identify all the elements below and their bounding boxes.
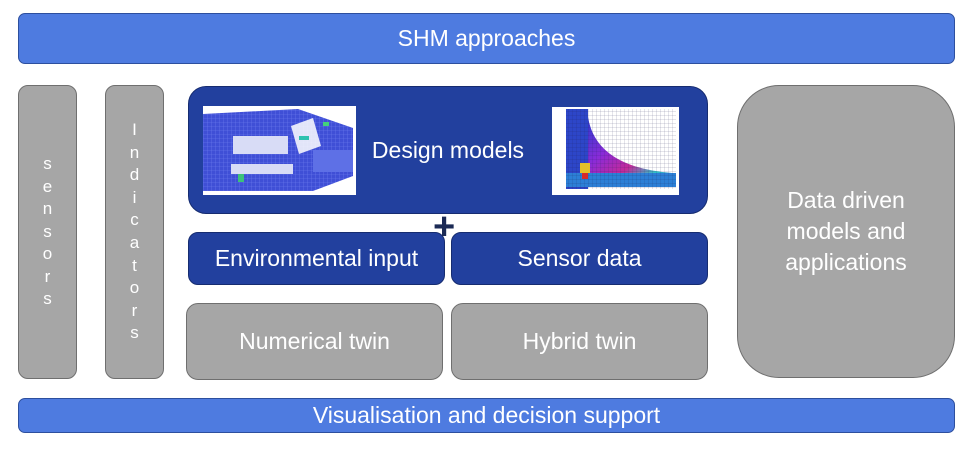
- indicators-label-letter: d: [129, 165, 140, 185]
- indicators-label-letter: a: [129, 233, 140, 252]
- sensors-label-letter: s: [43, 153, 52, 173]
- numerical-twin-label: Numerical twin: [239, 328, 390, 354]
- shm-approaches-bar: SHM approaches: [18, 13, 955, 64]
- design-models-label: Design models: [371, 136, 525, 163]
- indicators-label-letter: r: [131, 300, 138, 320]
- indicators-label-letter: s: [130, 323, 139, 343]
- sensors-label-letter: s: [43, 289, 52, 309]
- sensors-label-letter: r: [44, 266, 51, 286]
- visualisation-decision-support-label: Visualisation and decision support: [312, 402, 661, 428]
- indicators-label-letter: c: [130, 210, 139, 230]
- fe-frame-model-image: [203, 106, 356, 195]
- sensors-label-letter: o: [42, 244, 53, 264]
- hybrid-twin-box: Hybrid twin: [451, 303, 708, 380]
- shm-approaches-label: SHM approaches: [397, 25, 576, 51]
- environmental-input-label: Environmental input: [214, 245, 419, 271]
- indicators-label-letter: I: [132, 120, 137, 140]
- indicators-label-letter: i: [132, 187, 137, 207]
- environmental-input-box: Environmental input: [188, 232, 445, 285]
- sensor-data-box: Sensor data: [451, 232, 708, 285]
- data-driven-models-box: Data driven models and applications: [737, 85, 955, 378]
- indicators-label-letter: o: [129, 278, 140, 298]
- fe-stress-contour-image: [552, 107, 679, 195]
- fe-stress-image-frame: [552, 107, 679, 195]
- sensor-data-label: Sensor data: [517, 245, 642, 271]
- visualisation-decision-support-bar: Visualisation and decision support: [18, 398, 955, 433]
- fe-model-image-frame: [203, 106, 356, 195]
- plus-sign: +: [433, 206, 456, 248]
- data-driven-label: Data driven models and applications: [785, 187, 907, 275]
- hybrid-twin-label: Hybrid twin: [522, 328, 637, 354]
- sensors-label-letter: e: [42, 176, 53, 196]
- sensors-label-letter: n: [42, 199, 53, 219]
- indicators-label-letter: n: [129, 142, 140, 162]
- indicators-label-letter: t: [132, 255, 137, 275]
- numerical-twin-box: Numerical twin: [186, 303, 443, 380]
- sensors-label-letter: s: [43, 221, 52, 241]
